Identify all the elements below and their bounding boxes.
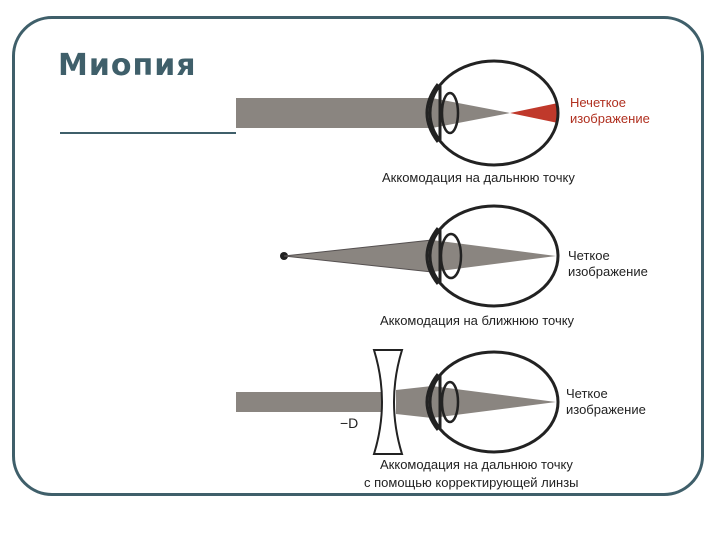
blur-cone	[510, 103, 558, 123]
eye-lens	[440, 91, 460, 135]
image-label-line2: изображение	[566, 402, 646, 417]
image-label-line1: Четкое	[568, 248, 610, 263]
eyeball	[428, 204, 560, 308]
panel-corrected: −D Четкое изображение Аккомодация на дал…	[236, 349, 646, 490]
parallel-light-beam	[236, 392, 382, 412]
title-underline	[60, 132, 236, 134]
cornea	[425, 227, 440, 285]
cone-edge-bottom	[283, 255, 433, 273]
parallel-light-beam	[236, 98, 432, 128]
image-label-line1: Нечеткое	[570, 95, 626, 110]
converging-cone	[432, 98, 510, 128]
corrective-concave-lens	[372, 349, 404, 455]
cornea	[425, 83, 440, 143]
lens-power-label: −D	[340, 415, 358, 431]
eyeball	[428, 350, 560, 454]
cornea	[425, 373, 440, 431]
diverged-beam	[396, 386, 432, 418]
panel-caption: Аккомодация на дальнюю точку	[382, 170, 575, 185]
cone-edge-top	[283, 239, 433, 257]
diverging-light-cone	[284, 240, 432, 272]
eye-lens	[439, 232, 463, 280]
slide-title: Миопия	[58, 48, 197, 83]
panel-far-point: Нечеткое изображение Аккомодация на даль…	[236, 59, 650, 185]
image-label-line2: изображение	[570, 111, 650, 126]
converging-cone	[432, 386, 556, 418]
eye-lens	[440, 380, 460, 424]
image-label-line1: Четкое	[566, 386, 608, 401]
converging-cone	[432, 240, 556, 272]
image-label-line2: изображение	[568, 264, 648, 279]
panel-caption: Аккомодация на ближнюю точку	[380, 313, 575, 328]
eyeball	[428, 59, 560, 167]
panel-near-point: Четкое изображение Аккомодация на ближню…	[280, 204, 648, 328]
panel-caption-line2: с помощью корректирующей линзы	[364, 475, 579, 490]
panel-caption-line1: Аккомодация на дальнюю точку	[380, 457, 573, 472]
